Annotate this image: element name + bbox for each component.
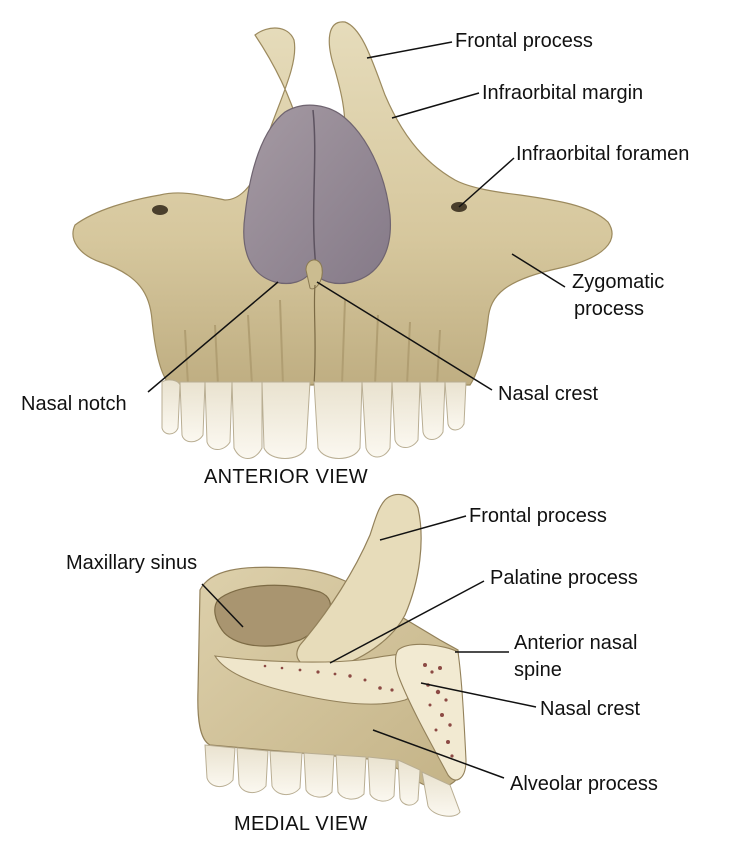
intermaxillary-suture	[313, 284, 316, 386]
root-ridges	[184, 299, 441, 386]
leader-nasal-notch	[147, 281, 279, 393]
medial-leader-lines	[201, 515, 537, 779]
label-infraorbital-foramen: Infraorbital foramen	[516, 143, 690, 165]
marrow-speckles	[263, 663, 454, 758]
anterior-view-title: ANTERIOR VIEW	[204, 466, 368, 488]
label-infraorbital-margin: Infraorbital margin	[482, 82, 644, 104]
leader-zygomatic-process	[511, 253, 566, 288]
leader-medial-frontal-process	[379, 515, 467, 541]
label-zygomatic-process-line1: Zygomatic	[572, 271, 665, 293]
maxillary-sinus-opening	[214, 584, 331, 647]
leader-medial-nasal-crest	[420, 682, 537, 708]
leader-palatine-process	[329, 580, 485, 664]
label-maxillary-sinus: Maxillary sinus	[66, 552, 198, 574]
label-nasal-notch: Nasal notch	[21, 393, 127, 415]
leader-nasal-crest	[316, 281, 493, 391]
leader-alveolar-process	[372, 729, 505, 779]
leader-infraorbital-margin	[391, 92, 480, 119]
label-medial-frontal-process: Frontal process	[469, 505, 607, 527]
label-frontal-process: Frontal process	[455, 30, 593, 52]
label-zygomatic-process-line2: process	[574, 298, 645, 320]
label-anterior-nasal-spine-line1: Anterior nasal	[514, 632, 638, 654]
nasal-cavity	[243, 104, 392, 285]
leader-frontal-process	[366, 41, 453, 59]
medial-maxilla	[197, 493, 467, 817]
leader-infraorbital-foramen	[458, 157, 515, 208]
label-nasal-crest: Nasal crest	[498, 383, 599, 405]
anterior-maxilla	[72, 21, 613, 459]
label-medial-nasal-crest: Nasal crest	[540, 698, 641, 720]
label-palatine-process: Palatine process	[490, 567, 638, 589]
septum-line	[312, 109, 317, 269]
left-infraorbital-foramen	[152, 205, 168, 215]
anterior-teeth	[161, 379, 467, 459]
medial-teeth	[204, 744, 461, 817]
nasal-crest-mark	[305, 259, 323, 290]
leader-maxillary-sinus	[201, 583, 244, 628]
anterior-nasal-spine-wedge	[395, 643, 467, 781]
medial-view-title: MEDIAL VIEW	[234, 813, 368, 835]
anterior-leader-lines	[147, 41, 566, 393]
label-anterior-nasal-spine-line2: spine	[514, 659, 562, 681]
label-alveolar-process: Alveolar process	[510, 773, 658, 795]
